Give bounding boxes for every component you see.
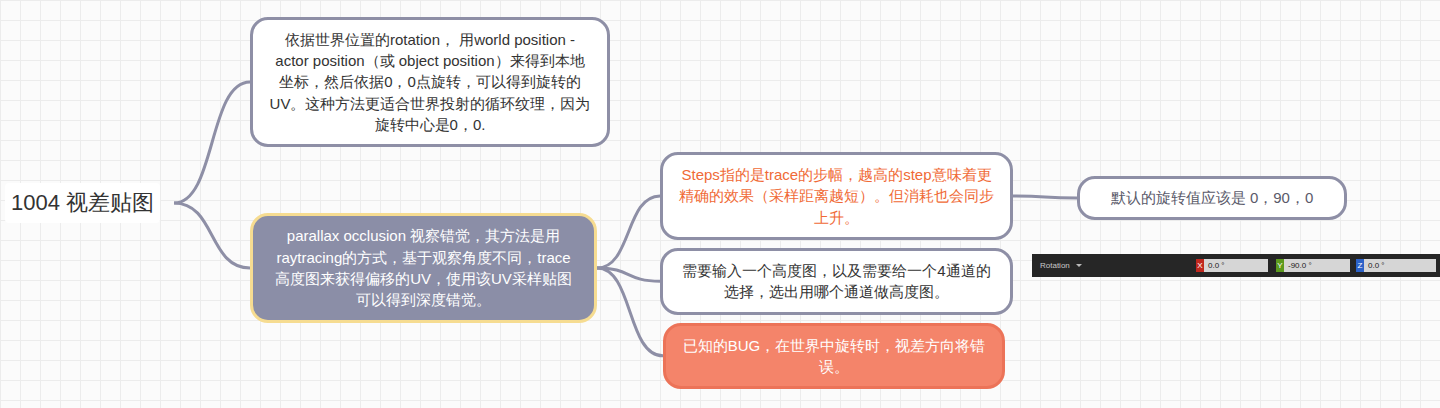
node-text: 默认的旋转值应该是 0，90，0 <box>1094 187 1330 208</box>
note-box: 默认的旋转值应该是 0，90，0 <box>1077 176 1347 219</box>
note-box: Steps指的是trace的步幅，越高的step意味着更精确的效果（采样距离越短… <box>660 152 1013 240</box>
value-field: 0.0 ° <box>1204 259 1268 272</box>
node-text: 已知的BUG，在世界中旋转时，视差方向将错误。 <box>682 335 986 378</box>
note-box: 需要输入一个高度图，以及需要给一个4通道的选择，选出用哪个通道做高度图。 <box>660 248 1013 315</box>
node-text: Steps指的是trace的步幅，越高的step意味着更精确的效果（采样距离越短… <box>679 164 994 228</box>
note-box: 依据世界位置的rotation， 用world position - actor… <box>250 17 610 147</box>
axis-badge: Z <box>1356 259 1364 272</box>
node-text: parallax occlusion 视察错觉，其方法是用raytracing的… <box>269 225 578 310</box>
node-text: 需要输入一个高度图，以及需要给一个4通道的选择，选出用哪个通道做高度图。 <box>679 260 994 303</box>
axis-badge: X <box>1196 259 1204 272</box>
branch-connector <box>174 203 250 268</box>
root-topic: 1004 视差贴图 <box>5 183 160 222</box>
main-topic: parallax occlusion 视察错觉，其方法是用raytracing的… <box>250 213 597 322</box>
value-field: 0.0 ° <box>1364 259 1436 272</box>
branch-connector <box>597 196 660 268</box>
branch-connector <box>597 268 663 356</box>
panel-label: Rotation <box>1040 259 1070 272</box>
node-text: 依据世界位置的rotation， 用world position - actor… <box>269 29 591 135</box>
value-field: -90.0 ° <box>1284 259 1350 272</box>
node-text: 1004 视差贴图 <box>11 187 154 218</box>
branch-connector <box>1013 196 1077 198</box>
bug-box: 已知的BUG，在世界中旋转时，视差方向将错误。 <box>663 323 1005 390</box>
branch-connector <box>174 82 250 203</box>
rotation-panel: RotationX0.0 °Y-90.0 °Z0.0 ° <box>1032 254 1440 277</box>
axis-badge: Y <box>1276 259 1284 272</box>
